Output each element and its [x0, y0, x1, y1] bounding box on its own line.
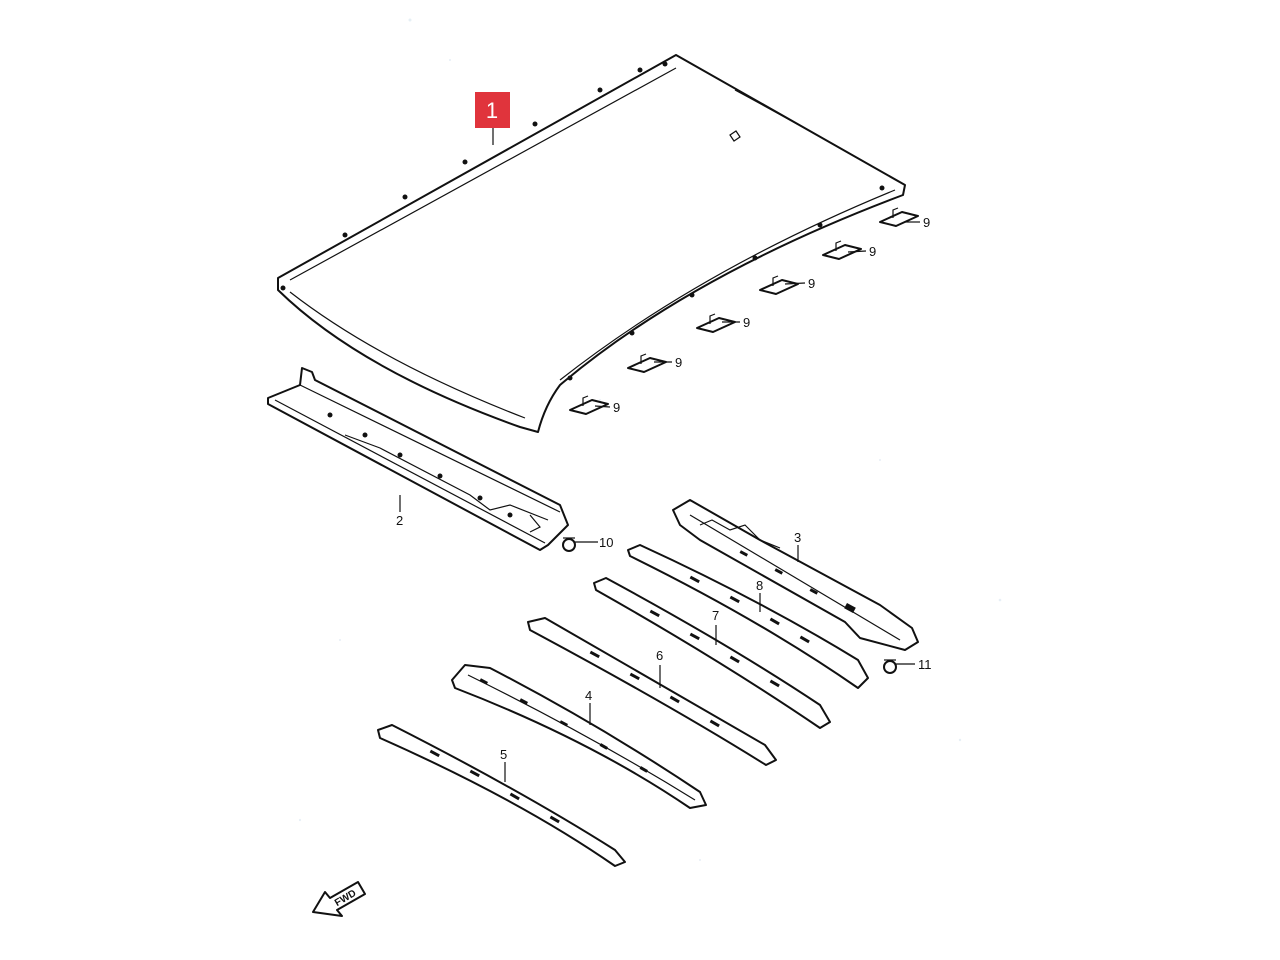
callout-2: 2 — [396, 513, 403, 528]
callout-8: 8 — [756, 578, 763, 593]
roof-panel-part-1 — [277, 54, 906, 433]
forward-arrow-icon: FWD — [312, 881, 366, 917]
clip-6 — [569, 395, 609, 415]
roof-mounting-holes — [280, 61, 885, 381]
part-9-leaders — [594, 221, 920, 408]
clip-4 — [696, 313, 736, 333]
part-1-highlight-badge[interactable]: 1 — [475, 92, 510, 128]
nut-part-11 — [883, 659, 897, 674]
callout-11: 11 — [918, 657, 932, 672]
callout-9e: 9 — [675, 355, 682, 370]
rear-header-rail-part-3 — [672, 499, 919, 651]
nut-part-10 — [562, 537, 576, 552]
clip-3 — [759, 275, 799, 295]
callout-6: 6 — [656, 648, 663, 663]
clip-1 — [879, 207, 919, 227]
callout-3: 3 — [794, 530, 801, 545]
part-1-label: 1 — [486, 98, 498, 123]
callout-7: 7 — [712, 608, 719, 623]
callout-9b: 9 — [869, 244, 876, 259]
callout-9f: 9 — [613, 400, 620, 415]
front-header-rail-part-2 — [267, 367, 569, 551]
callout-9d: 9 — [743, 315, 750, 330]
roof-bow-part-4 — [451, 664, 707, 809]
callout-10: 10 — [599, 535, 613, 550]
roof-bow-part-7 — [593, 577, 831, 729]
clip-2 — [822, 240, 862, 260]
callout-4: 4 — [585, 688, 592, 703]
callout-5: 5 — [500, 747, 507, 762]
roof-bow-part-6 — [527, 617, 777, 766]
clip-5 — [627, 353, 667, 373]
callout-9c: 9 — [808, 276, 815, 291]
callout-9a: 9 — [923, 215, 930, 230]
roof-bow-part-5 — [377, 724, 626, 867]
roof-bow-part-8 — [627, 544, 869, 689]
